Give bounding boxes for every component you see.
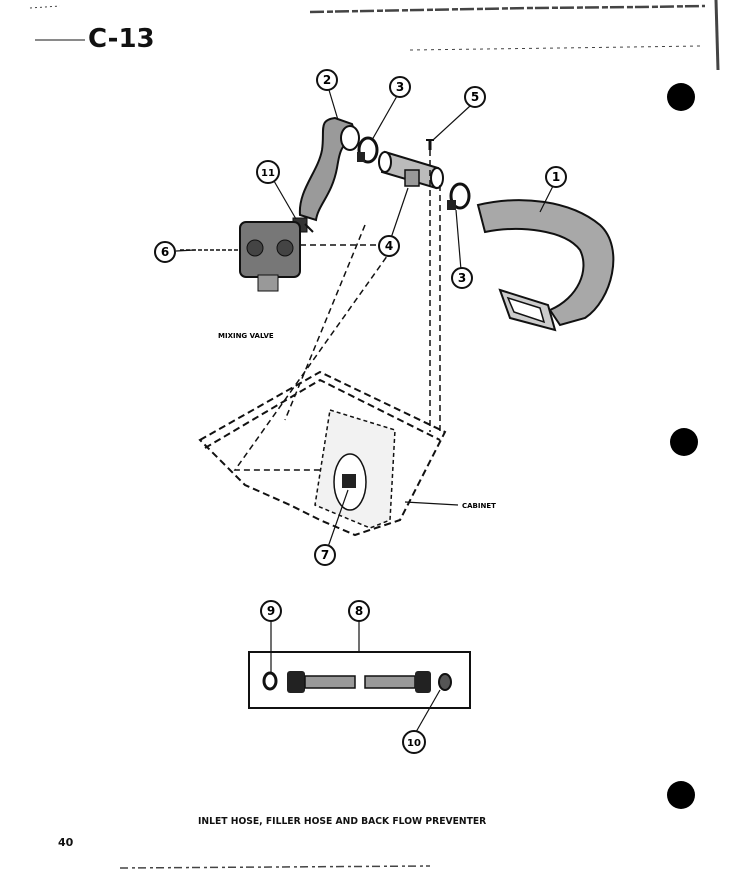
callout-8-number: 8 [355,604,363,618]
screw-part-5 [426,139,434,150]
callout-3-lower-number: 3 [458,271,466,285]
figure-caption: INLET HOSE, FILLER HOSE AND BACK FLOW PR… [198,816,487,827]
punch-hole-middle [670,428,698,456]
callout-6-number: 6 [161,245,169,259]
hose-clamp-part-3-lower [447,182,471,210]
callout-7: 7 [314,544,336,566]
callout-leaders [175,89,554,733]
callout-4: 4 [378,235,400,257]
scan-artifacts [29,0,720,869]
callout-7-number: 7 [321,548,329,562]
callout-5: 5 [464,86,486,108]
callout-4-number: 4 [385,239,393,253]
callout-10-number: 10 [407,738,421,749]
filler-hose-part-2 [298,116,360,222]
callout-8: 8 [348,600,370,622]
cabinet-label: CABINET [462,502,496,510]
inlet-hose-detail-box [248,651,471,709]
section-code: C-13 [88,24,155,54]
callout-2-number: 2 [323,73,331,87]
inlet-hose-part-1 [476,199,615,332]
callout-11: 11 [256,160,280,184]
callout-3-upper: 3 [389,76,411,98]
cabinet-leader [404,501,459,506]
callout-1-number: 1 [552,170,560,184]
page-number: 40 [58,836,74,849]
back-flow-preventer-part-4 [378,150,444,190]
callout-3-lower: 3 [451,267,473,289]
mixing-valve-label: MIXING VALVE [218,332,274,340]
callout-3-upper-number: 3 [396,80,404,94]
callout-1: 1 [545,166,567,188]
mixing-valve-part-6 [180,221,301,292]
punch-hole-top [667,83,695,111]
callout-10: 10 [402,730,426,754]
callout-9-number: 9 [267,604,275,618]
callout-6: 6 [154,241,176,263]
callout-9: 9 [260,600,282,622]
punch-hole-bottom [667,781,695,809]
callout-5-number: 5 [471,90,479,104]
hose-clamp-part-3-upper [357,136,379,164]
assembly-lines [233,150,441,471]
callout-2: 2 [316,69,338,91]
cabinet-outline [198,370,447,537]
callout-11-number: 11 [261,168,275,179]
cabinet-panel [314,409,396,529]
